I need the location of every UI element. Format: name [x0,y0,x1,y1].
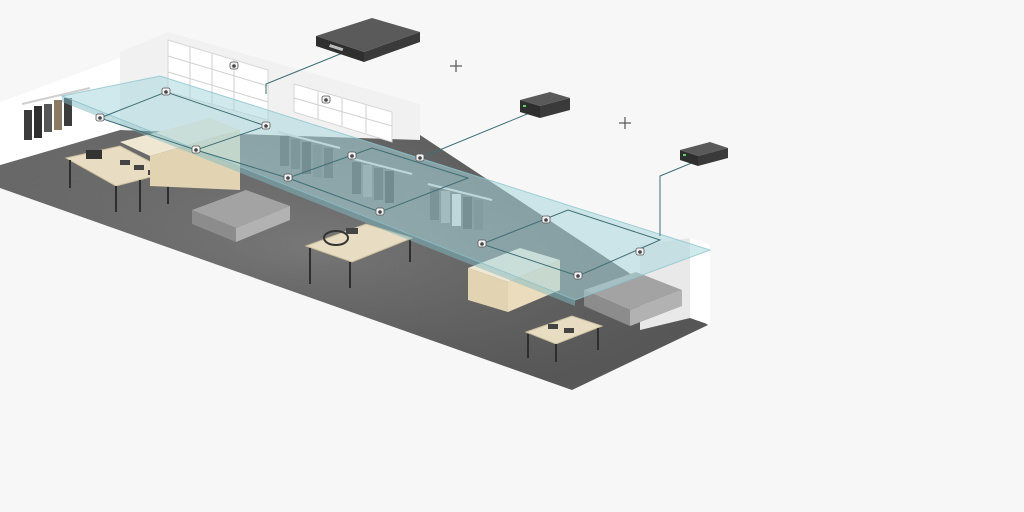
cable-zone-1-link [195,149,289,179]
ceiling-dome-camera-icon [573,271,583,280]
network-switch-icon [520,92,570,118]
ceiling-cameras [95,61,645,280]
network-cabling [99,49,695,277]
cable-zone-2 [287,147,470,213]
ceiling-dome-camera-icon [477,239,487,248]
ceiling-dome-camera-icon [635,247,645,256]
ceiling-dome-camera-icon [161,87,171,96]
ceiling-dome-camera-icon [375,207,385,216]
sofa-right [584,272,682,326]
clothing-rack-wall [21,87,91,140]
plus-icon [619,117,631,129]
ceiling-dome-camera-icon [541,215,551,224]
cable-recorder-to-zone-1 [265,49,351,94]
cable-zone-3 [481,209,662,277]
right-end-wall [690,238,710,325]
ceiling-dome-camera-icon [229,61,239,70]
network-video-recorder-icon [316,18,420,62]
display-table-right [524,315,604,362]
sofa-left [192,190,290,242]
cable-switch-1-to-zone-2 [419,111,533,159]
ceiling-dome-camera-icon [347,151,357,160]
display-table-center [304,223,414,288]
ceiling-dome-camera-icon [415,153,425,162]
wall-shelving-right [293,83,393,143]
ceiling-dome-camera-icon [261,121,271,130]
ceiling-dome-camera-icon [283,173,293,182]
cable-switch-2-to-zone-3 [659,161,695,236]
ceiling-dome-camera-icon [321,95,331,104]
network-switch-icon [680,142,728,166]
ceiling-dome-camera-icon [191,145,201,154]
plus-icon [450,60,462,72]
ceiling-dome-camera-icon [95,113,105,122]
